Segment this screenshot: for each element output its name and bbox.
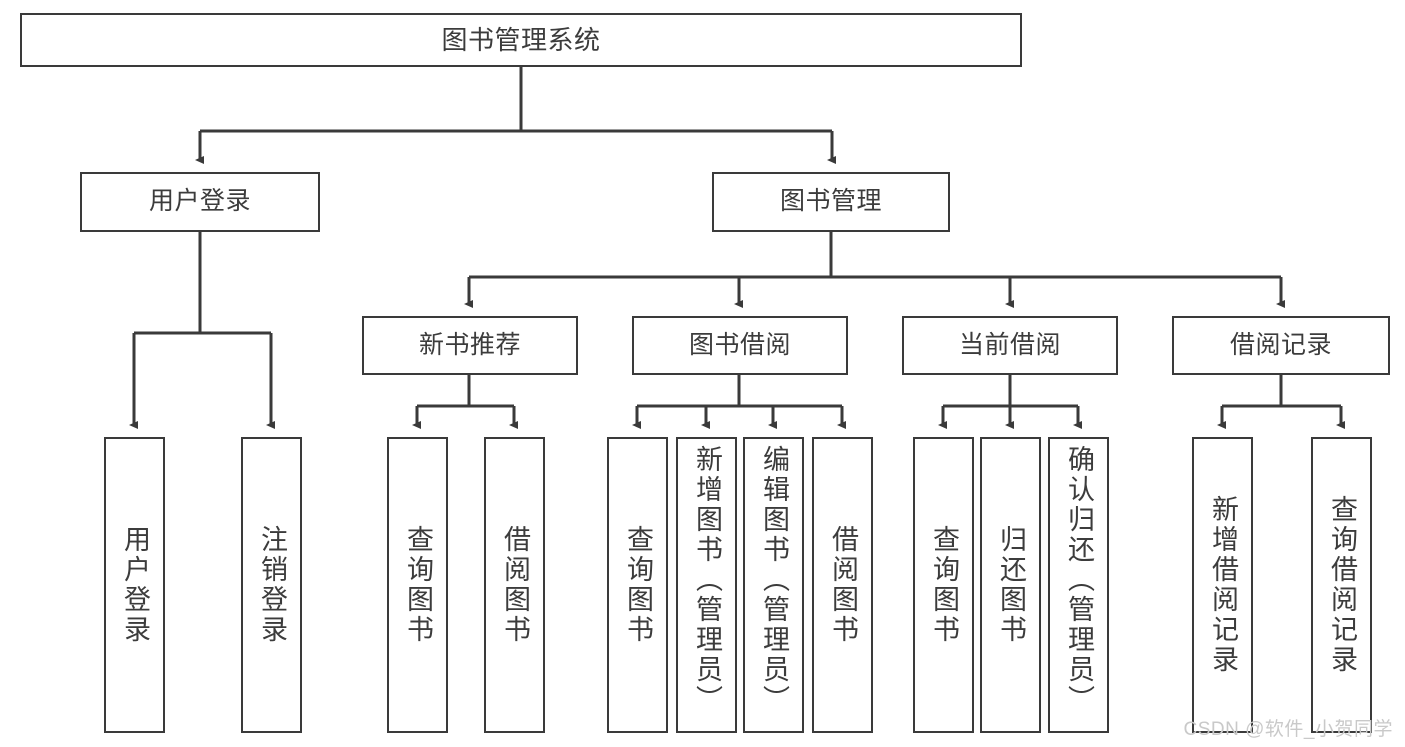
leaf-query-book-1-label: 查询图书 <box>403 525 433 645</box>
node-borrow-record[interactable]: 借阅记录 <box>1172 316 1390 375</box>
node-user-login-label: 用户登录 <box>148 187 251 216</box>
leaf-return-book-label: 归还图书 <box>996 525 1026 645</box>
node-root[interactable]: 图书管理系统 <box>20 13 1022 67</box>
leaf-add-record-label: 新增借阅记录 <box>1208 495 1238 675</box>
leaf-edit-book[interactable]: 编辑图书（管理员） <box>743 437 804 733</box>
leaf-borrow-book-1-label: 借阅图书 <box>500 525 530 645</box>
leaf-borrow-book-2-label: 借阅图书 <box>828 525 858 645</box>
node-borrow-record-label: 借阅记录 <box>1229 330 1332 359</box>
node-new-book-recommend[interactable]: 新书推荐 <box>362 316 578 375</box>
leaf-user-login[interactable]: 用户登录 <box>104 437 165 733</box>
node-current-borrow-label: 当前借阅 <box>958 330 1061 359</box>
leaf-user-login-label: 用户登录 <box>120 525 150 645</box>
leaf-query-record-label: 查询借阅记录 <box>1327 495 1357 675</box>
leaf-add-book-label: 新增图书（管理员） <box>692 445 722 715</box>
leaf-add-book[interactable]: 新增图书（管理员） <box>676 437 737 733</box>
leaf-query-record[interactable]: 查询借阅记录 <box>1311 437 1372 733</box>
leaf-query-book-3[interactable]: 查询图书 <box>913 437 974 733</box>
node-book-manage-label: 图书管理 <box>779 187 882 216</box>
watermark-text: CSDN @软件_小贺同学 <box>1183 719 1393 740</box>
leaf-borrow-book-1[interactable]: 借阅图书 <box>484 437 545 733</box>
node-new-book-recommend-label: 新书推荐 <box>418 330 521 359</box>
leaf-confirm-return-label: 确认归还（管理员） <box>1064 445 1094 715</box>
node-root-label: 图书管理系统 <box>441 24 601 55</box>
leaf-return-book[interactable]: 归还图书 <box>980 437 1041 733</box>
node-book-borrow[interactable]: 图书借阅 <box>632 316 848 375</box>
leaf-user-logout[interactable]: 注销登录 <box>241 437 302 733</box>
leaf-add-record[interactable]: 新增借阅记录 <box>1192 437 1253 733</box>
node-current-borrow[interactable]: 当前借阅 <box>902 316 1118 375</box>
leaf-query-book-2-label: 查询图书 <box>623 525 653 645</box>
node-book-borrow-label: 图书借阅 <box>688 330 791 359</box>
node-user-login[interactable]: 用户登录 <box>80 172 320 232</box>
leaf-confirm-return[interactable]: 确认归还（管理员） <box>1048 437 1109 733</box>
leaf-query-book-2[interactable]: 查询图书 <box>607 437 668 733</box>
leaf-edit-book-label: 编辑图书（管理员） <box>759 445 789 715</box>
node-book-manage[interactable]: 图书管理 <box>712 172 950 232</box>
leaf-query-book-1[interactable]: 查询图书 <box>387 437 448 733</box>
leaf-user-logout-label: 注销登录 <box>257 525 287 645</box>
leaf-borrow-book-2[interactable]: 借阅图书 <box>812 437 873 733</box>
leaf-query-book-3-label: 查询图书 <box>929 525 959 645</box>
